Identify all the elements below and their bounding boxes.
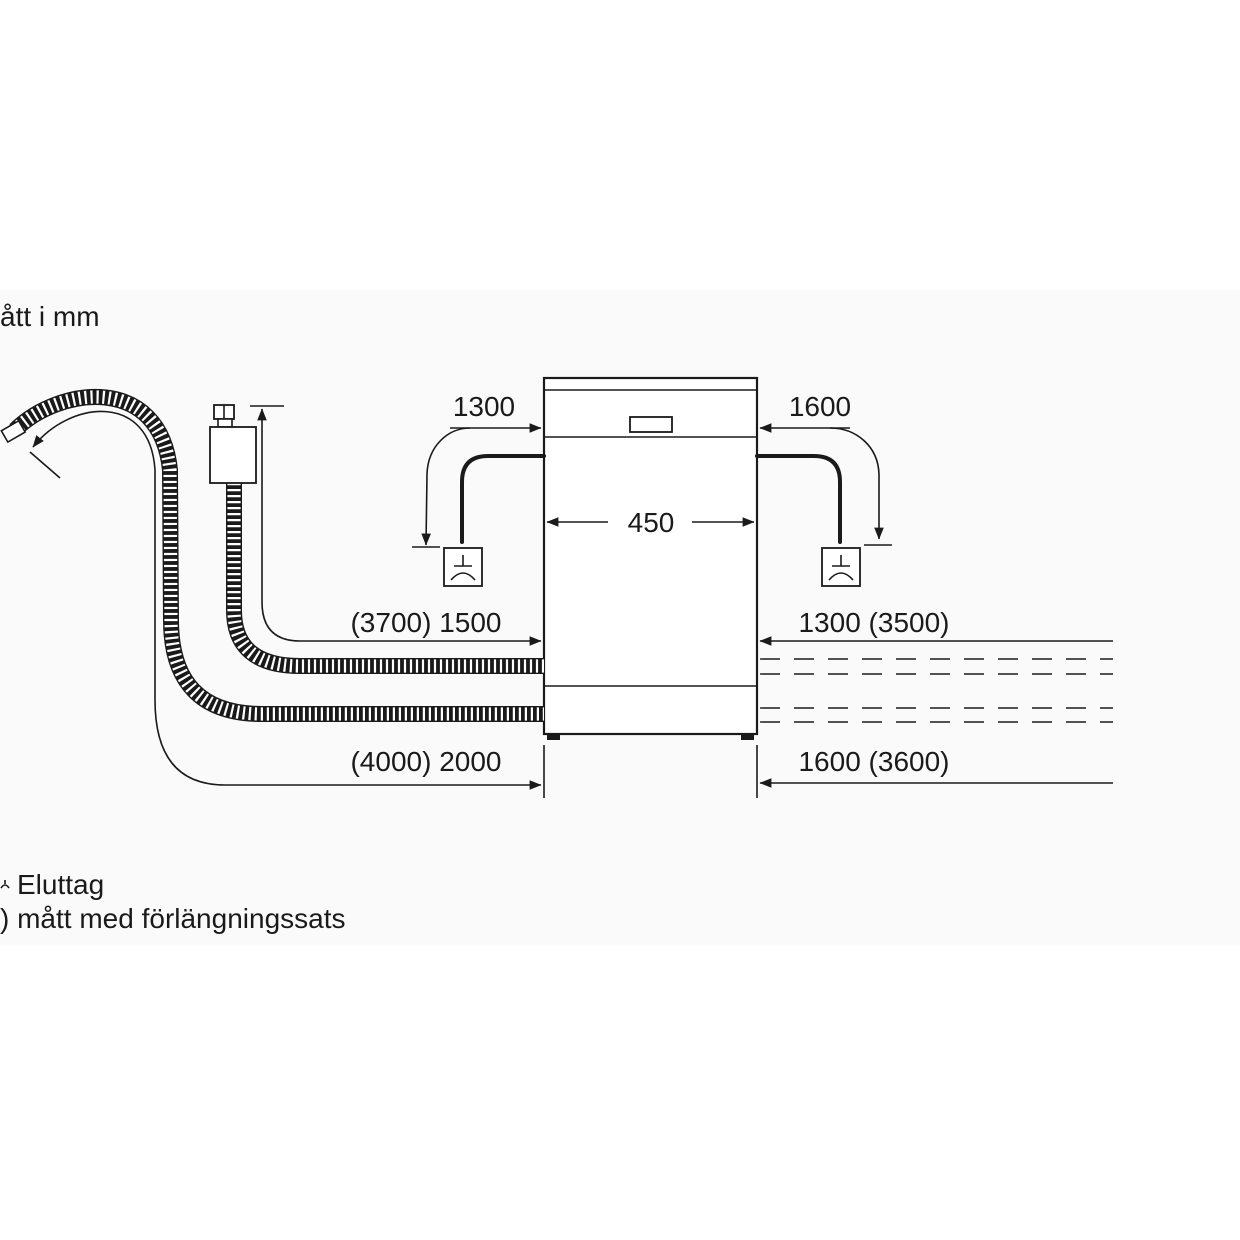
left-top-dimension: 1300	[453, 391, 515, 422]
legend-extension: ) mått med förlängningssats	[0, 903, 346, 934]
left-lower-dimension: (4000) 2000	[29, 410, 542, 790]
right-top-dimension: 1600	[789, 391, 851, 422]
power-outlet-icon	[0, 880, 10, 889]
power-outlet-icon	[821, 547, 861, 587]
power-outlet-icon	[443, 547, 483, 587]
width-label: 450	[628, 507, 675, 538]
width-dimension: 450	[546, 507, 755, 538]
left-lower-label: (4000) 2000	[350, 746, 501, 777]
left-upper-label: (3700) 1500	[350, 607, 501, 638]
legend: Eluttag ) mått med förlängningssats	[0, 869, 346, 934]
right-upper-label: 1300 (3500)	[798, 607, 949, 638]
legend-outlet: Eluttag	[17, 869, 104, 900]
foot-right	[741, 734, 754, 740]
units-note: ått i mm	[0, 301, 100, 332]
right-power-cable: 1600	[755, 391, 892, 546]
foot-left	[547, 734, 560, 740]
dishwasher	[542, 376, 759, 740]
control-display	[629, 416, 673, 433]
right-lower-label: 1600 (3600)	[798, 746, 949, 777]
right-connections: 1300 (3500) 1600 (3600)	[759, 607, 1113, 788]
